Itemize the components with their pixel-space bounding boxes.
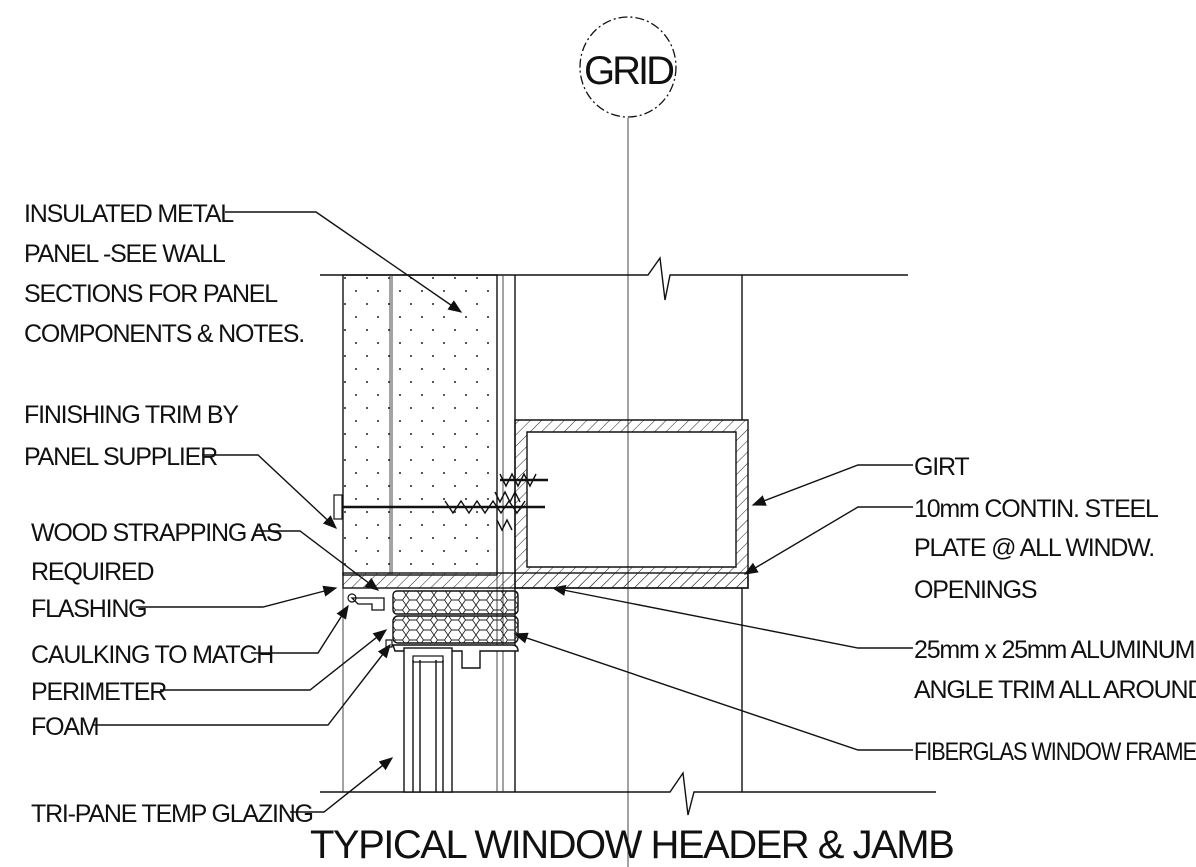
label-line: PANEL -SEE WALL xyxy=(24,240,226,268)
label-steel-plate: 10mm CONTIN. STEEL PLATE @ ALL WINDW. OP… xyxy=(914,495,1160,604)
label-girt: GIRT xyxy=(914,453,969,481)
label-angle-trim: 25mm x 25mm ALUMINUM ANGLE TRIM ALL AROU… xyxy=(914,636,1196,704)
grid-label: GRID xyxy=(584,49,673,93)
label-line: ANGLE TRIM ALL AROUND xyxy=(914,676,1196,704)
label-foam: FOAM xyxy=(31,713,98,741)
break-line-bottom xyxy=(320,771,936,816)
label-insulated-metal-panel: INSULATED METAL PANEL -SEE WALL SECTIONS… xyxy=(24,200,305,348)
label-line: PLATE @ ALL WINDW. xyxy=(914,534,1154,562)
label-line: COMPONENTS & NOTES. xyxy=(24,320,304,348)
tri-pane-glazing xyxy=(403,647,453,793)
label-line: OPENINGS xyxy=(914,576,1037,604)
label-finishing-trim: FINISHING TRIM BY PANEL SUPPLIER xyxy=(24,401,241,471)
label-line: SECTIONS FOR PANEL xyxy=(24,280,278,308)
label-caulking: CAULKING TO MATCH xyxy=(31,641,273,669)
label-wood-strapping: WOOD STRAPPING AS REQUIRED xyxy=(31,519,283,586)
label-line: WOOD STRAPPING AS xyxy=(31,519,282,547)
label-line: INSULATED METAL xyxy=(24,200,234,228)
girt-tube xyxy=(514,419,749,589)
steel-plate xyxy=(342,572,749,589)
drawing-title: TYPICAL WINDOW HEADER & JAMB xyxy=(310,823,953,867)
label-flashing: FLASHING xyxy=(31,595,146,623)
label-perimeter: PERIMETER xyxy=(31,678,166,706)
label-line: FINISHING TRIM BY xyxy=(24,401,239,429)
label-line: 10mm CONTIN. STEEL xyxy=(914,495,1159,523)
label-line: REQUIRED xyxy=(31,558,154,586)
fasteners xyxy=(333,472,548,532)
label-line: PANEL SUPPLIER xyxy=(24,443,217,471)
insulated-metal-panel xyxy=(342,274,498,576)
break-line-top xyxy=(320,256,908,301)
fiberglass-window-frame xyxy=(347,590,519,669)
label-glazing: TRI-PANE TEMP GLAZING xyxy=(31,800,313,828)
grid-marker: GRID xyxy=(579,16,677,867)
leaders xyxy=(93,211,913,813)
label-line: 25mm x 25mm ALUMINUM xyxy=(914,636,1194,664)
label-window-frame: FIBERGLAS WINDOW FRAME xyxy=(914,738,1196,766)
